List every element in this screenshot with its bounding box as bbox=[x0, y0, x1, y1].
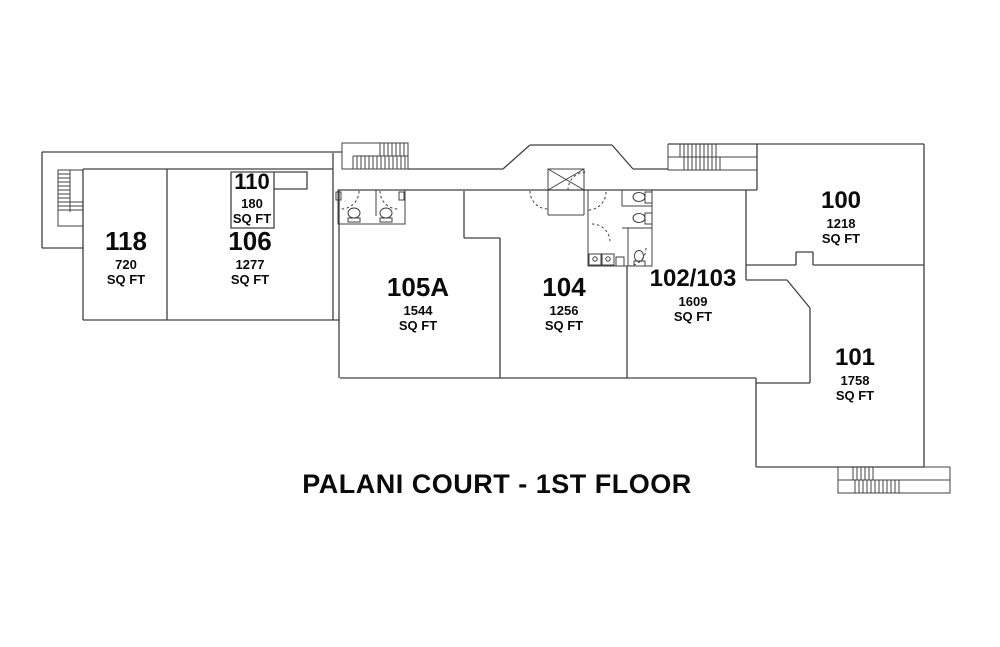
room-area: 1544 bbox=[403, 303, 433, 318]
toilet-icon bbox=[632, 212, 653, 225]
restroom-central bbox=[567, 171, 653, 267]
toilet-icon bbox=[347, 207, 361, 223]
room-area-unit: SQ FT bbox=[673, 309, 713, 324]
stairway-west bbox=[57, 169, 84, 227]
room-label-106: 106 1277 SQ FT bbox=[228, 228, 271, 286]
room-label-105A: 105A 1544 SQ FT bbox=[387, 274, 449, 332]
room-label-118: 118 720 SQ FT bbox=[105, 228, 147, 286]
room-area-unit: SQ FT bbox=[106, 272, 146, 287]
elevator-shaft bbox=[529, 168, 585, 216]
building-walls bbox=[41, 143, 925, 468]
room-area-unit: SQ FT bbox=[230, 272, 270, 287]
room-label-104: 104 1256 SQ FT bbox=[542, 274, 585, 332]
room-area: 1256 bbox=[549, 303, 579, 318]
toilet-icon bbox=[379, 207, 393, 223]
room-area: 720 bbox=[115, 257, 137, 272]
door-jamb bbox=[335, 191, 342, 201]
room-label-110: 110 180 SQ FT bbox=[232, 169, 272, 226]
room-area-unit: SQ FT bbox=[821, 231, 861, 246]
stairway-northeast bbox=[667, 144, 757, 171]
room-label-102-103: 102/103 1609 SQ FT bbox=[649, 265, 737, 324]
room-area-unit: SQ FT bbox=[398, 318, 438, 333]
stairway-north bbox=[341, 142, 409, 170]
room-area: 1277 bbox=[235, 257, 265, 272]
room-area-unit: SQ FT bbox=[232, 211, 272, 226]
room-number: 106 bbox=[228, 226, 272, 256]
fixture-icon bbox=[615, 256, 625, 267]
room-label-101: 101 1758 SQ FT bbox=[834, 344, 876, 403]
room-area-unit: SQ FT bbox=[835, 388, 875, 403]
room-number: 105A bbox=[386, 272, 450, 302]
toilet-icon bbox=[632, 191, 653, 204]
plan-title: PALANI COURT - 1ST FLOOR bbox=[302, 469, 692, 499]
room-number: 104 bbox=[542, 272, 586, 302]
restroom-west bbox=[335, 189, 406, 225]
sink-icon bbox=[588, 253, 602, 266]
room-number: 110 bbox=[234, 169, 270, 194]
stairway-southeast bbox=[837, 466, 951, 494]
room-number: 100 bbox=[820, 187, 862, 214]
sink-icon bbox=[601, 253, 615, 266]
door-jamb bbox=[398, 191, 405, 201]
room-number: 102/103 bbox=[649, 265, 737, 292]
room-area: 1758 bbox=[840, 373, 870, 388]
room-area: 1609 bbox=[678, 294, 708, 309]
room-number: 101 bbox=[834, 344, 876, 371]
room-area: 1218 bbox=[826, 216, 856, 231]
room-number: 118 bbox=[105, 226, 147, 256]
room-area-unit: SQ FT bbox=[544, 318, 584, 333]
toilet-icon bbox=[633, 250, 646, 267]
room-label-100: 100 1218 SQ FT bbox=[820, 187, 862, 246]
room-area: 180 bbox=[241, 196, 263, 211]
